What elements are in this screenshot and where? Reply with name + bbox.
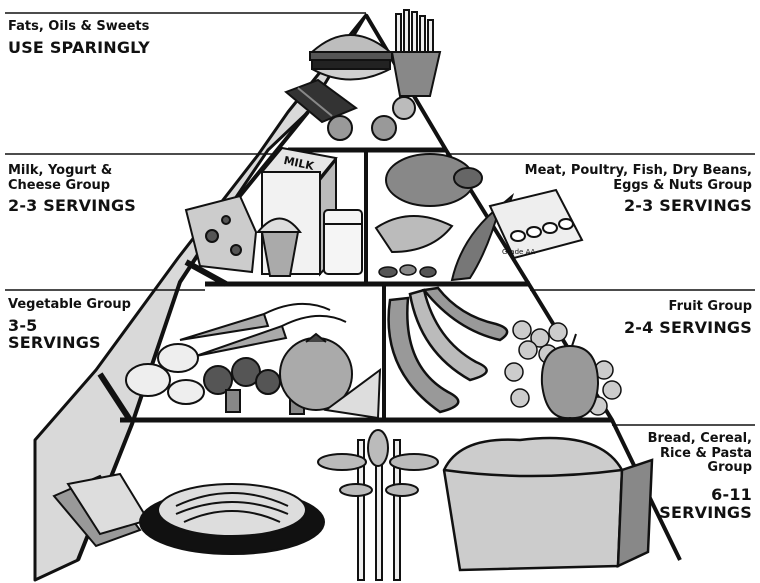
label-fats: Fats, Oils & Sweets USE SPARINGLY [8, 20, 150, 56]
servings-bread-line-1: 6-11 [648, 486, 752, 504]
wheat-illustration [318, 430, 438, 580]
nuts-illustration [379, 265, 436, 277]
group-name-vegetable: Vegetable Group [8, 298, 131, 313]
servings-vegetable-line-1: 3-5 [8, 317, 131, 335]
steak-illustration [376, 216, 452, 252]
servings-fats: USE SPARINGLY [8, 39, 150, 57]
bread-loaf-illustration [444, 438, 652, 570]
servings-bread-line-2: SERVINGS [648, 504, 752, 522]
label-bread: Bread, Cereal, Rice & Pasta Group 6-11 S… [648, 432, 752, 521]
bananas-illustration [389, 288, 508, 412]
group-name-meat-line-2: Eggs & Nuts Group [525, 179, 752, 194]
group-name-fats: Fats, Oils & Sweets [8, 20, 150, 35]
group-name-bread-line-2: Rice & Pasta [648, 447, 752, 462]
glass-of-milk-illustration [324, 210, 362, 274]
label-fruit: Fruit Group 2-4 SERVINGS [624, 300, 752, 336]
label-milk: Milk, Yogurt & Cheese Group 2-3 SERVINGS [8, 164, 136, 215]
roast-chicken-illustration [386, 154, 482, 206]
servings-fruit: 2-4 SERVINGS [624, 319, 752, 337]
fries-illustration [392, 10, 440, 96]
servings-meat: 2-3 SERVINGS [525, 197, 752, 215]
label-vegetable: Vegetable Group 3-5 SERVINGS [8, 298, 131, 352]
egg-carton-text: Grade AA [502, 248, 536, 256]
cheese-illustration [186, 196, 256, 272]
spaghetti-plate-illustration [140, 484, 324, 554]
group-name-bread-line-1: Bread, Cereal, [648, 432, 752, 447]
group-name-bread-line-3: Group [648, 461, 752, 476]
servings-vegetable-line-2: SERVINGS [8, 334, 131, 352]
servings-milk: 2-3 SERVINGS [8, 197, 136, 215]
label-meat: Meat, Poultry, Fish, Dry Beans, Eggs & N… [525, 164, 752, 215]
group-name-fruit: Fruit Group [624, 300, 752, 315]
group-name-milk-line-1: Milk, Yogurt & [8, 164, 136, 179]
group-name-meat-line-1: Meat, Poultry, Fish, Dry Beans, [525, 164, 752, 179]
group-name-milk-line-2: Cheese Group [8, 179, 136, 194]
